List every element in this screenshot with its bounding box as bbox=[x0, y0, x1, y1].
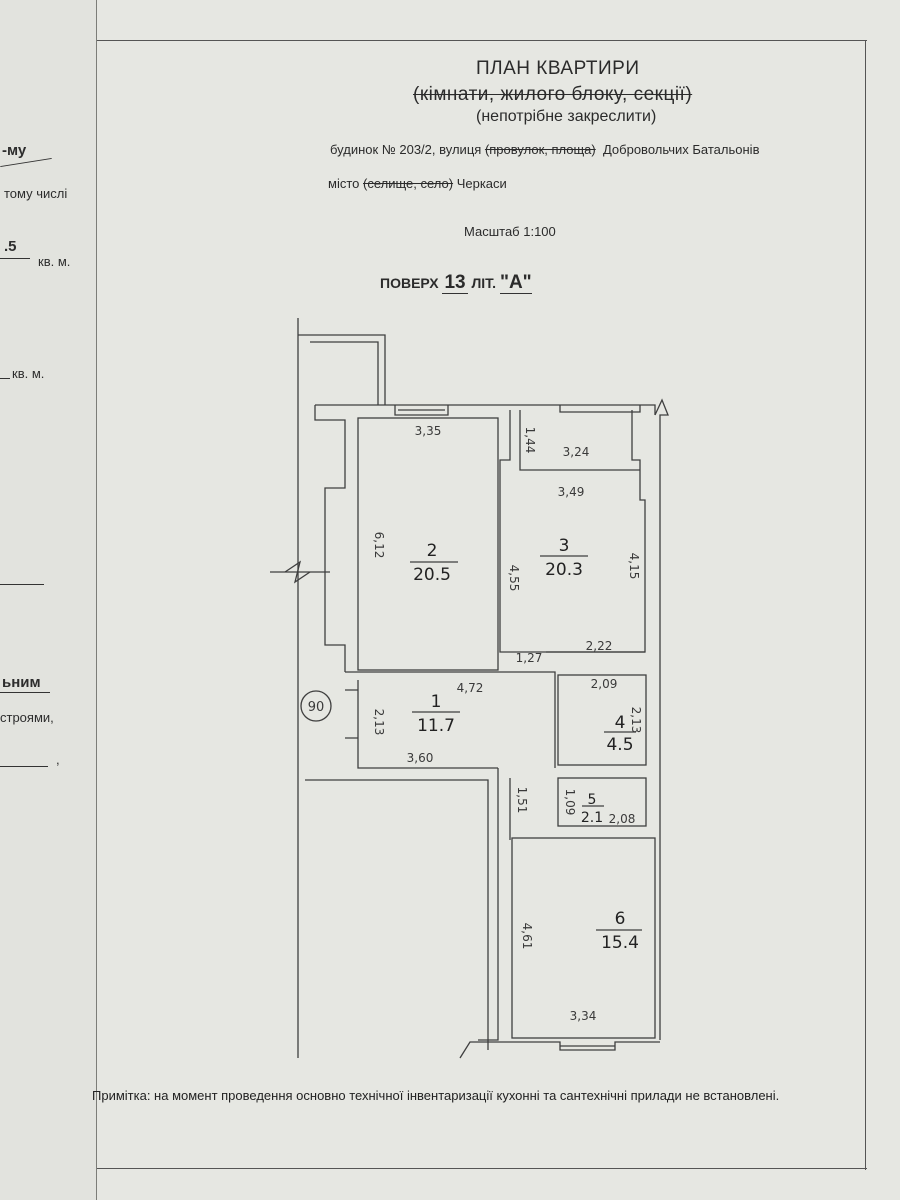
scale-label: Масштаб 1:100 bbox=[464, 224, 556, 239]
fragment-area-5: .5 bbox=[4, 238, 17, 255]
street-struck: (провулок, площа) bbox=[484, 142, 596, 157]
dim-r3-right-height: 4,15 bbox=[627, 553, 641, 580]
window-top-room-3 bbox=[559, 405, 641, 413]
room-1-area: 11.7 bbox=[417, 716, 455, 736]
previous-page: -му тому числі .5 кв. м. кв. м. ьним стр… bbox=[0, 0, 111, 1200]
dim-r5-height: 1,09 bbox=[563, 789, 577, 816]
dim-r3-top: 3,24 bbox=[563, 445, 590, 459]
floor-label: ПОВЕРХ bbox=[380, 275, 439, 291]
footnote: Примітка: на момент проведення основно т… bbox=[92, 1088, 780, 1103]
room-2-outline bbox=[357, 417, 499, 671]
corridor-wall-left bbox=[478, 768, 499, 1041]
house-number: № 203/2, bbox=[381, 142, 436, 157]
underline bbox=[0, 584, 44, 585]
fragment-tomu-chysli: тому числі bbox=[4, 186, 68, 201]
dim-r1-width-top: 4,72 bbox=[457, 681, 484, 695]
window-top-room-2 bbox=[394, 405, 449, 416]
room-1-number: 1 bbox=[431, 692, 442, 712]
room-4-number: 4 bbox=[615, 713, 626, 733]
fragment-stroyamy: строями, bbox=[0, 710, 54, 725]
dim-r6-height: 4,61 bbox=[520, 923, 534, 950]
dim-r3-left-height: 4,55 bbox=[507, 565, 521, 592]
room-6-area: 15.4 bbox=[601, 933, 639, 953]
room-3-area: 20.3 bbox=[545, 560, 583, 580]
room-3-inner bbox=[519, 410, 640, 471]
underline bbox=[0, 692, 50, 693]
room-6-number: 6 bbox=[615, 909, 626, 929]
underline bbox=[0, 378, 10, 379]
room-5-number: 5 bbox=[588, 792, 597, 808]
balcony-inner-line bbox=[310, 341, 379, 405]
stair-wall bbox=[305, 779, 489, 1050]
lit-value: "А" bbox=[499, 272, 532, 294]
outer-wall-bottom bbox=[459, 1041, 660, 1059]
frame-top-line bbox=[97, 40, 867, 41]
balcony-line bbox=[298, 334, 386, 405]
floor-line: ПОВЕРХ 13 ЛІТ. "А" bbox=[380, 272, 532, 294]
outer-wall-top bbox=[315, 404, 656, 415]
room-1-top bbox=[345, 671, 556, 768]
dim-corr-width: 1,27 bbox=[516, 651, 543, 665]
floor-number: 13 bbox=[442, 272, 468, 294]
dim-r1-width-bottom: 3,60 bbox=[407, 751, 434, 765]
plan-subtitle-struck: (кімнати, жилого блоку, секції) bbox=[413, 84, 693, 105]
underline bbox=[0, 766, 48, 767]
street-label: вулиця bbox=[439, 142, 482, 157]
room-3-number: 3 bbox=[559, 536, 570, 556]
city-line: місто (селище, село) Черкаси bbox=[328, 176, 507, 191]
dim-r1-height: 2,13 bbox=[372, 709, 386, 736]
house-label: будинок bbox=[330, 142, 379, 157]
room-3-outline bbox=[499, 410, 646, 653]
frame-right-line bbox=[865, 40, 866, 1170]
room-2-area: 20.5 bbox=[413, 565, 451, 585]
outer-wall-left bbox=[314, 405, 346, 672]
dim-r3-width: 3,49 bbox=[558, 485, 585, 499]
fragment-comma: , bbox=[56, 752, 60, 767]
fragment-kv-m-2: кв. м. bbox=[12, 366, 45, 381]
fragment-nym: ьним bbox=[2, 674, 41, 691]
dim-r2-width: 3,35 bbox=[415, 424, 442, 438]
marker-circle bbox=[300, 690, 332, 722]
underline bbox=[0, 258, 30, 259]
city-name: Черкаси bbox=[456, 176, 507, 191]
dim-r4-top: 2,22 bbox=[586, 639, 613, 653]
city-label: місто bbox=[328, 176, 360, 191]
dim-r5-width: 2,08 bbox=[609, 812, 636, 826]
street-name: Добровольчих Батальонів bbox=[602, 142, 760, 157]
city-struck: (селище, село) bbox=[363, 176, 454, 191]
marker-label: 90 bbox=[308, 700, 325, 715]
room-5-outline bbox=[557, 777, 647, 827]
plan-title: ПЛАН КВАРТИРИ bbox=[476, 58, 640, 79]
room-2-number: 2 bbox=[427, 541, 438, 561]
room-4-area: 4.5 bbox=[606, 735, 633, 755]
room-5-area: 2.1 bbox=[581, 810, 603, 826]
address-line: будинок № 203/2, вулиця (провулок, площа… bbox=[330, 142, 759, 157]
room-1-left bbox=[357, 680, 498, 769]
dim-r4-width: 2,09 bbox=[591, 677, 618, 691]
dim-r2-height: 6,12 bbox=[372, 532, 386, 559]
door-left bbox=[345, 689, 358, 739]
room-6-outline bbox=[511, 837, 656, 1039]
dim-corr-height: 1,51 bbox=[515, 787, 529, 814]
room-4-outline bbox=[557, 674, 647, 766]
dim-r4-height: 2,13 bbox=[629, 707, 643, 734]
instruction-text: (непотрібне закреслити) bbox=[476, 108, 657, 125]
fragment-mu: -му bbox=[2, 142, 27, 159]
dim-r3-top-height: 1,44 bbox=[523, 427, 537, 454]
dim-r6-width: 3,34 bbox=[570, 1009, 597, 1023]
outer-wall-right bbox=[654, 398, 669, 1040]
fragment-kv-m-1: кв. м. bbox=[38, 254, 71, 269]
lit-label: ЛІТ. bbox=[471, 275, 497, 291]
frame-bottom-line bbox=[97, 1168, 867, 1169]
